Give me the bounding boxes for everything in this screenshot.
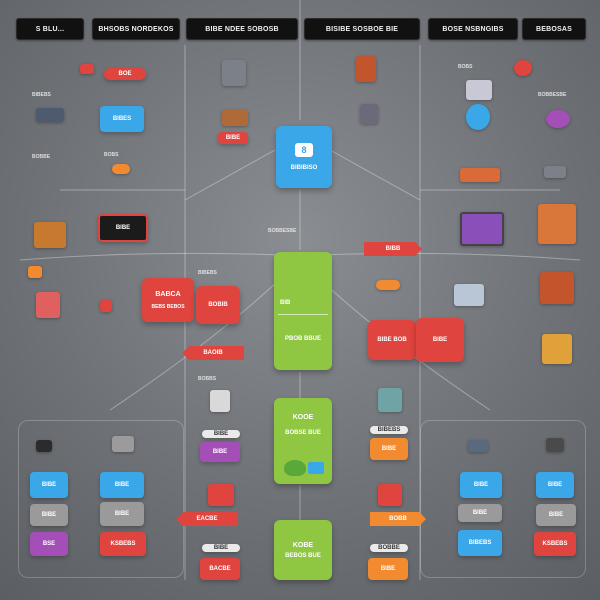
left-blue-button[interactable]: BIBES [100,106,144,132]
right-orange-card-2[interactable]: BIBE [368,558,408,580]
header-column-3: BIBE NDEE SOBOSB [186,18,298,40]
center-green-card-mid[interactable]: KOOE BOBSE BUE [274,398,332,484]
left-label-4: BIBEBS [198,270,217,276]
right-device-thumb [454,284,484,306]
right-red-main-card[interactable]: BIBE BOB [368,320,416,360]
left-orange-item-icon [112,164,130,174]
right-red-box-icon [378,484,402,506]
green-card-divider [278,314,328,315]
right-orange-card-1[interactable]: BIBE [370,438,408,460]
right-game-art-3 [542,334,572,364]
left-bag-icon [28,266,42,278]
right-game-cover-2 [360,104,378,124]
green-card-top-sublabel: PBOB BBUE [284,336,321,342]
green-card-mid-label: KOOE [292,414,314,421]
screen-thumb-icon [308,462,324,474]
left-red-bottom[interactable]: BACBE [200,558,240,580]
right-panel-thumb-2 [546,438,564,452]
center-top-card[interactable]: 8 BIBIBISO [276,126,332,188]
left-red-main-title: BABCA [155,290,181,298]
left-arrow-2[interactable]: EACBE [176,512,238,526]
right-game-cover-1 [356,56,376,82]
right-label-1: BOBS [458,64,473,70]
left-label-5: BOBBS [198,376,217,382]
right-label-2: BOBBESBE [538,92,567,98]
right-character-2 [466,104,490,130]
left-box-icon-2 [210,390,230,412]
left-box-thumb [222,110,248,126]
right-character-1 [466,80,492,100]
left-device-thumb [36,108,64,122]
center-green-card-bottom[interactable]: KOBE BEBOS BUE [274,520,332,580]
left-bottom-panel [18,420,184,578]
right-arrow-2[interactable]: BOBB [370,512,426,526]
right-panel-gray-1[interactable]: BIBE [458,504,502,522]
left-red-tag-icon [80,64,94,74]
left-panel-red[interactable]: KSBEBS [100,532,146,556]
left-panel-blue-2[interactable]: BIBE [100,472,144,498]
right-white-pill-2[interactable]: BOBBE [370,544,408,552]
right-red-tag-icon [514,60,532,76]
right-character-3 [546,110,570,128]
right-game-thumb-2 [544,166,566,178]
left-console-thumb [222,60,246,86]
left-collectible-icon [36,292,60,318]
mascot-icon [284,460,306,476]
header-column-5: BOSE NSBNGIBS [428,18,518,40]
left-purple-card[interactable]: BIBE [200,442,240,462]
right-box-icon [378,388,402,412]
right-bottom-panel [420,420,586,578]
left-panel-blue-1[interactable]: BIBE [30,472,68,498]
left-red-main-subtitle: BEBS BEBOS [151,303,185,310]
green-card-bottom-label: KOBE [292,541,314,549]
green-card-mid-sublabel: BOBSE BUE [285,430,321,436]
right-panel-thumb-1 [468,440,488,452]
left-label-3: BOBS [104,152,119,158]
right-red-side-card[interactable]: BIBE [416,318,464,362]
right-panel-gray-2[interactable]: BIBE [536,504,576,526]
header-column-6: BEBOSAS [522,18,586,40]
left-crate-icon [34,222,66,248]
right-panel-blue-3[interactable]: BIBEBS [458,530,502,556]
left-dark-screen[interactable]: BIBE [98,214,148,242]
header-column-2: BHSOBS NORDEKOS [92,18,180,40]
left-arrow-1[interactable]: BAOIB [182,346,244,360]
left-panel-thumb-1 [36,440,52,452]
right-game-thumb-1 [460,168,500,182]
right-tablet-thumb [460,212,504,246]
left-panel-gray-1[interactable]: BIBE [30,504,68,526]
left-small-red-icon [100,300,112,312]
right-white-pill[interactable]: BIBEBS [370,426,408,434]
left-label-1: BIBEBS [32,92,51,98]
green-card-bottom-sublabel: BEBOS BUE [285,552,321,559]
right-panel-red[interactable]: KSBEBS [534,532,576,556]
right-game-art-2 [540,272,574,304]
header-column-4: BISIBE SOSBOE BIE [304,18,420,40]
left-white-pill-2[interactable]: BIBE [202,544,240,552]
right-arrow-1[interactable]: BIBB [364,242,422,256]
header-column-1: S BLU... [16,18,84,40]
left-label-2: BOBBE [32,154,51,160]
right-game-art-1 [538,204,576,244]
left-red-pill[interactable]: BOE [104,68,146,80]
right-panel-blue-1[interactable]: BIBE [460,472,502,498]
center-green-card-top[interactable]: BIB PBOB BBUE [274,252,332,370]
left-red-label-small[interactable]: BIBE [218,132,248,144]
left-panel-thumb-2 [112,436,134,452]
right-orange-item [376,280,400,290]
green-card-top-label: BIB [280,300,291,306]
app-icon: 8 [295,143,313,157]
center-top-card-label: BIBIBISO [290,165,318,171]
right-panel-blue-2[interactable]: BIBE [536,472,574,498]
left-white-pill[interactable]: BIBE [202,430,240,438]
left-red-side-card[interactable]: BOBIB [196,286,240,324]
left-panel-purple[interactable]: BSE [30,532,68,556]
left-panel-gray-2[interactable]: BIBE [100,502,144,526]
center-caption: BOBBESBE [268,228,297,234]
left-red-box-icon [208,484,234,506]
left-red-main-card[interactable]: BABCA BEBS BEBOS [142,278,194,322]
